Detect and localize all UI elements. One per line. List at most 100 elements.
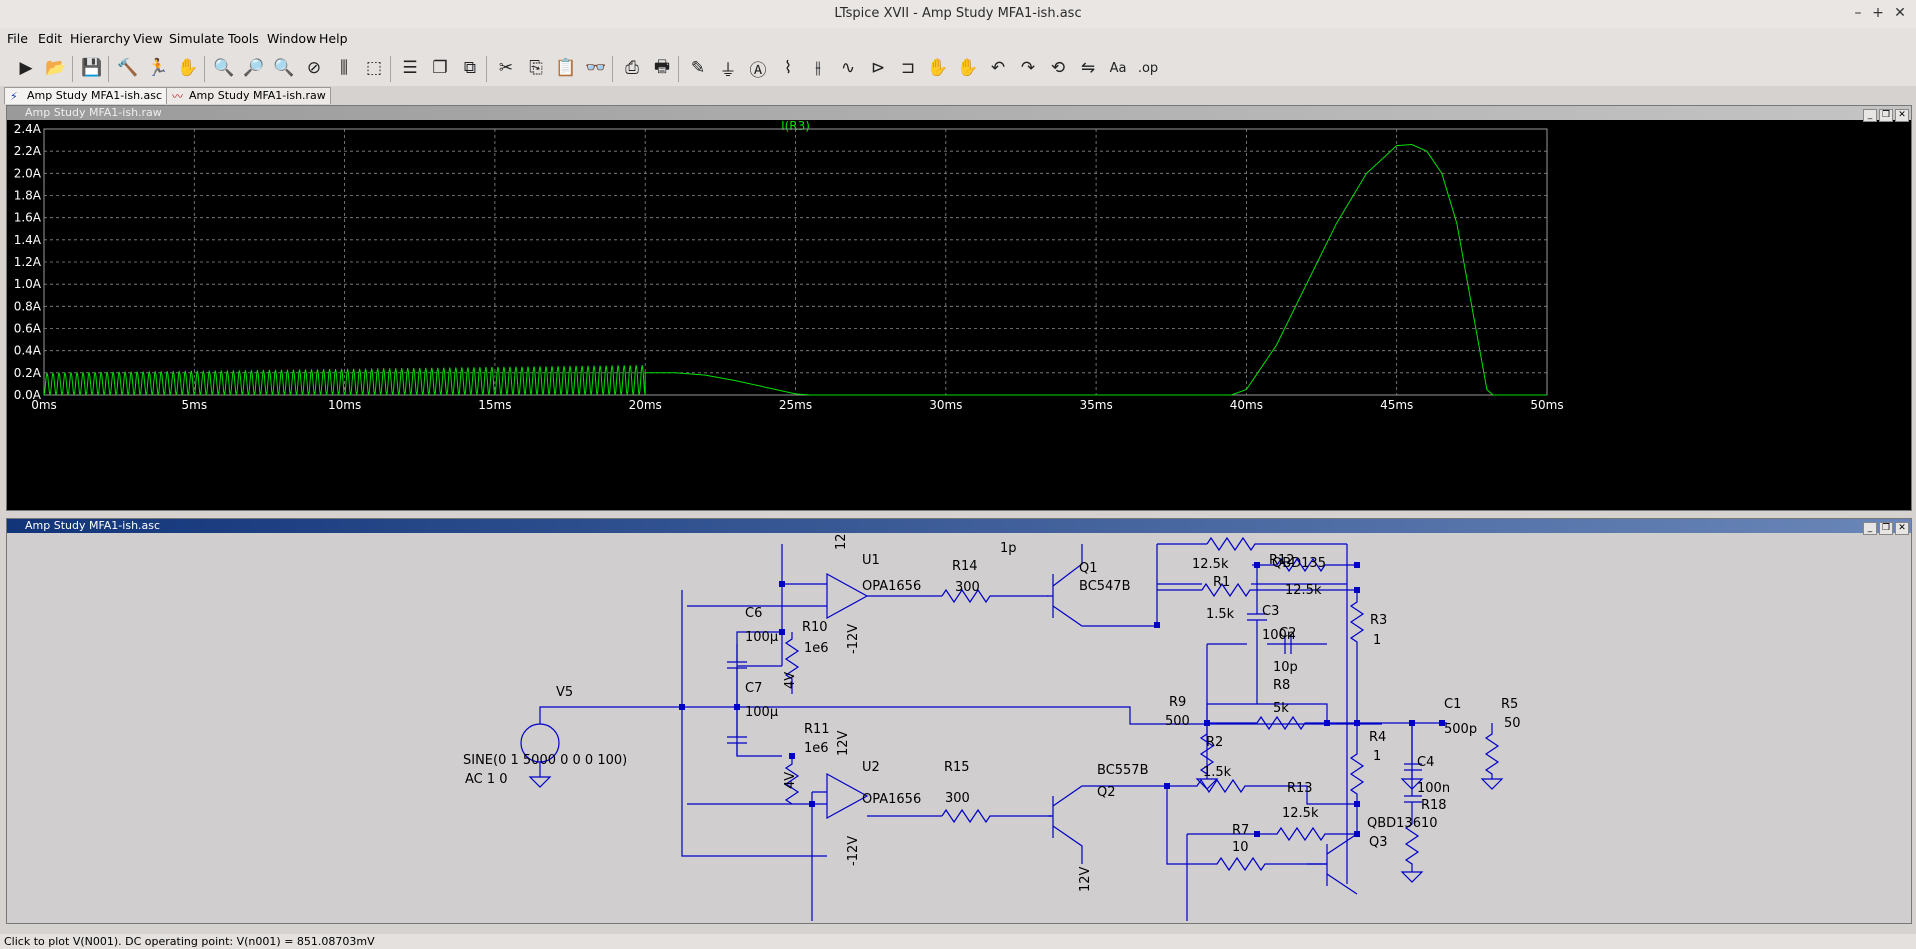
tab-label: Amp Study MFA1-ish.raw — [189, 89, 326, 102]
draw-wire-icon[interactable]: ✎ — [690, 58, 706, 78]
waveform-window-titlebar: Amp Study MFA1-ish.raw _❐✕ — [7, 106, 1911, 122]
tab-waveform[interactable]: 〰 Amp Study MFA1-ish.raw — [166, 87, 331, 104]
mdi-minimize-button[interactable]: _ — [1863, 522, 1877, 535]
zoom-out-icon[interactable]: 🔍 — [273, 58, 295, 78]
opamp-u2[interactable] — [826, 772, 869, 820]
r11-4v-label: 4V — [783, 772, 798, 789]
autorange-icon[interactable]: ⫼ — [340, 58, 348, 78]
copy-icon[interactable]: ⎘ — [529, 58, 543, 78]
schematic-canvas[interactable]: 12 U1 OPA1656 -12V R14 300 1p Q1 BC547B … — [7, 534, 1909, 921]
opamp-u1[interactable] — [826, 572, 869, 620]
minimize-button[interactable]: – — [1854, 5, 1862, 21]
toolbar-separator — [678, 56, 679, 82]
find-icon[interactable]: 👓 — [585, 58, 607, 78]
zoom-cancel-icon[interactable]: ⊘ — [306, 58, 322, 78]
spice-directive-icon[interactable]: .op — [1137, 60, 1159, 76]
run-icon[interactable]: ▶ — [19, 58, 33, 78]
zoom-box-icon[interactable]: 🔎 — [243, 58, 265, 78]
move-icon[interactable]: ✋ — [927, 58, 949, 78]
y-tick-label: 1.6A — [14, 211, 42, 225]
print-setup-icon[interactable]: ⎙ — [625, 58, 639, 78]
pan-hand-icon[interactable]: ✋ — [177, 58, 199, 78]
mdi-restore-button[interactable]: ❐ — [1879, 109, 1893, 122]
toolbar-separator — [72, 56, 73, 82]
c6-value: 100µ — [745, 630, 778, 645]
u2-neg-label: -12V — [846, 836, 861, 866]
undo-icon[interactable]: ↶ — [990, 58, 1006, 78]
mdi-restore-button[interactable]: ❐ — [1879, 522, 1893, 535]
menu-edit[interactable]: Edit — [38, 31, 63, 46]
tab-schematic[interactable]: ⚡ Amp Study MFA1-ish.asc — [4, 87, 168, 104]
r4-value: 1 — [1373, 749, 1381, 764]
q1-model-label: BC547B — [1079, 579, 1131, 594]
cut-icon[interactable]: ✂ — [498, 58, 514, 78]
open-icon[interactable]: 📂 — [45, 58, 67, 78]
r2-value: 1.5k — [1203, 765, 1232, 780]
capacitor-icon[interactable]: ⫲ — [815, 58, 821, 78]
r12-value: 12.5k — [1285, 583, 1322, 598]
mirror-icon[interactable]: ⇋ — [1080, 58, 1096, 78]
x-tick-label: 45ms — [1380, 398, 1413, 412]
qbd135-label: QBD135 — [1272, 556, 1326, 571]
toolbar-separator — [612, 56, 613, 82]
q1-label: Q1 — [1079, 561, 1098, 576]
y-tick-label: 0.2A — [14, 366, 42, 380]
text-icon[interactable]: Aa — [1109, 60, 1127, 76]
run-man-icon[interactable]: 🏃 — [147, 58, 169, 78]
r4-label: R4 — [1369, 730, 1386, 745]
menu-view[interactable]: View — [133, 31, 163, 46]
y-tick-label: 0.4A — [14, 344, 42, 358]
x-tick-label: 0ms — [31, 398, 57, 412]
maximize-button[interactable]: + — [1872, 5, 1884, 21]
inductor-icon[interactable]: ∿ — [840, 58, 856, 78]
r3-value: 1 — [1373, 633, 1381, 648]
zoom-in-icon[interactable]: 🔍 — [213, 58, 235, 78]
paste-icon[interactable]: 📋 — [555, 58, 577, 78]
r11-value: 1e6 — [804, 741, 829, 756]
ground-icon[interactable]: ⏚ — [719, 60, 737, 81]
menu-file[interactable]: File — [7, 31, 28, 46]
toolbar-separator — [204, 56, 205, 82]
print-icon[interactable]: 🖶 — [653, 56, 671, 77]
drag-icon[interactable]: ✋ — [957, 58, 979, 78]
erase-trace-icon[interactable]: ⬚ — [365, 58, 383, 78]
menu-simulate[interactable]: Simulate — [169, 31, 225, 46]
r7-value: 10 — [1232, 840, 1249, 855]
r8-value: 5k — [1273, 701, 1289, 716]
r9-value: 500 — [1165, 714, 1190, 729]
schematic-icon: ⚡ — [10, 90, 18, 103]
mdi-close-button[interactable]: ✕ — [1895, 109, 1909, 122]
control-panel-icon[interactable]: 🔨 — [117, 58, 139, 78]
r-top-value: 12.5k — [1192, 557, 1229, 572]
tab-label: Amp Study MFA1-ish.asc — [27, 89, 163, 102]
u2-model-label: OPA1656 — [862, 792, 921, 807]
resistor-icon[interactable]: ⌇ — [783, 58, 793, 78]
toolbar-separator — [390, 56, 391, 82]
rotate-icon[interactable]: ⟲ — [1050, 58, 1066, 78]
menu-window[interactable]: Window — [267, 31, 317, 46]
menu-tools[interactable]: Tools — [228, 31, 259, 46]
x-tick-label: 50ms — [1530, 398, 1563, 412]
cascade-icon[interactable]: ❐ — [432, 58, 448, 78]
component-icon[interactable]: ⊐ — [900, 58, 916, 78]
menu-hierarchy[interactable]: Hierarchy — [70, 31, 131, 46]
y-tick-label: 0.8A — [14, 299, 42, 313]
label-net-icon[interactable]: Ⓐ — [749, 60, 767, 81]
c1-label: C1 — [1444, 697, 1461, 712]
close-button[interactable]: ✕ — [1894, 5, 1906, 21]
save-icon[interactable]: 💾 — [81, 58, 103, 78]
mdi-minimize-button[interactable]: _ — [1863, 109, 1877, 122]
mdi-close-button[interactable]: ✕ — [1895, 522, 1909, 535]
trace-label: I(R3) — [781, 121, 810, 133]
c7-value: 100µ — [745, 705, 778, 720]
redo-icon[interactable]: ↷ — [1020, 58, 1036, 78]
menu-help[interactable]: Help — [319, 31, 348, 46]
tile-vertical-icon[interactable]: ⧉ — [463, 58, 477, 78]
r18-value: 10 — [1421, 816, 1438, 831]
tile-horizontal-icon[interactable]: ☰ — [402, 58, 418, 78]
diode-icon[interactable]: ⊳ — [870, 58, 886, 78]
trace-ir3 — [43, 143, 1547, 396]
sine-directive: SINE(0 1 5000 0 0 0 100) — [463, 753, 627, 768]
window-title: LTspice XVII - Amp Study MFA1-ish.asc — [834, 6, 1082, 21]
waveform-plot[interactable]: I(R3)0.0A0.2A0.4A0.6A0.8A1.0A1.2A1.4A1.6… — [7, 121, 1909, 508]
